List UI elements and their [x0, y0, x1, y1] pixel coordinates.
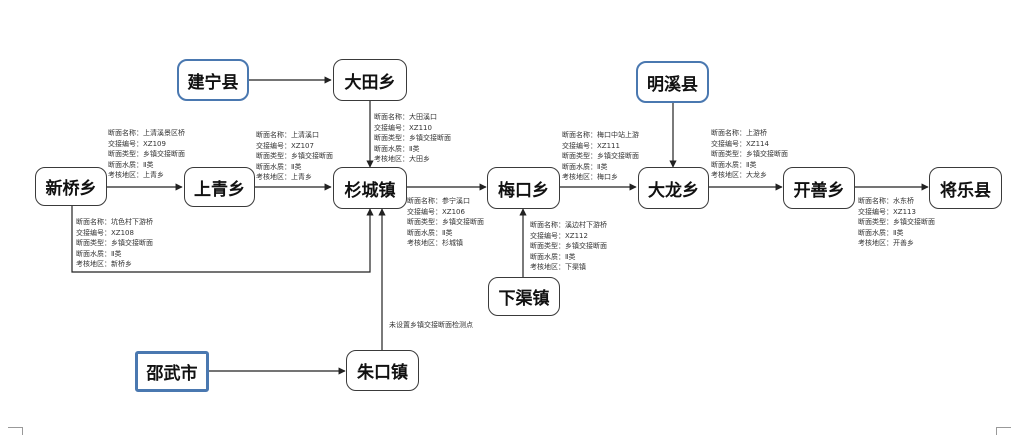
section-info-xz111: 断面名称：梅口中站上游 交接编号：XZ111 断面类型：乡镇交接断面 断面水质：… — [562, 130, 639, 183]
section-quality: 断面水质：Ⅱ类 — [108, 160, 154, 169]
section-code: 交接编号：XZ114 — [711, 139, 769, 148]
section-type: 断面类型：乡镇交接断面 — [256, 152, 333, 160]
section-type: 断面类型：乡镇交接断面 — [562, 152, 639, 160]
section-region: 考核地区：上青乡 — [256, 173, 312, 181]
section-name: 断面名称：上清溪口 — [256, 131, 319, 139]
node-xinqiao: 新桥乡 — [35, 167, 107, 206]
section-code: 交接编号：XZ113 — [858, 207, 916, 216]
section-name: 断面名称：梅口中站上游 — [562, 131, 639, 139]
node-kaishan: 开善乡 — [783, 167, 855, 209]
section-type: 断面类型：乡镇交接断面 — [530, 242, 607, 250]
node-dalong: 大龙乡 — [638, 167, 709, 209]
section-name: 断面名称：参宁溪口 — [407, 197, 470, 205]
node-xiaqu: 下渠镇 — [488, 277, 560, 316]
node-meikou: 梅口乡 — [487, 167, 560, 209]
section-region: 考核地区：杉城镇 — [407, 239, 463, 247]
section-quality: 断面水质：Ⅱ类 — [76, 249, 122, 258]
page-corner-mark-left — [8, 427, 23, 435]
edge-xinqiao-shancheng — [71, 206, 374, 273]
section-quality: 断面水质：Ⅱ类 — [562, 162, 608, 171]
node-datian: 大田乡 — [333, 59, 407, 101]
node-shangqing: 上青乡 — [184, 167, 255, 207]
section-name: 断面名称：水东桥 — [858, 197, 914, 205]
section-type: 断面类型：乡镇交接断面 — [108, 150, 185, 158]
section-region: 考核地区：新桥乡 — [76, 260, 132, 268]
section-info-xz109: 断面名称：上清溪景区桥 交接编号：XZ109 断面类型：乡镇交接断面 断面水质：… — [108, 128, 185, 181]
section-quality: 断面水质：Ⅱ类 — [858, 228, 904, 237]
section-code: 交接编号：XZ110 — [374, 123, 432, 132]
node-shaowu: 邵武市 — [135, 351, 209, 392]
section-type: 断面类型：乡镇交接断面 — [407, 218, 484, 226]
section-region: 考核地区：上青乡 — [108, 171, 164, 179]
node-jianning: 建宁县 — [177, 59, 249, 101]
section-type: 断面类型：乡镇交接断面 — [76, 239, 153, 247]
section-code: 交接编号：XZ111 — [562, 141, 620, 150]
section-name: 断面名称：上游桥 — [711, 129, 767, 137]
section-quality: 断面水质：Ⅱ类 — [407, 228, 453, 237]
node-zhukou: 朱口镇 — [346, 350, 419, 391]
section-quality: 断面水质：Ⅱ类 — [374, 144, 420, 153]
section-info-xz112: 断面名称：溪边村下游桥 交接编号：XZ112 断面类型：乡镇交接断面 断面水质：… — [530, 220, 607, 273]
section-name: 断面名称：坑色村下游桥 — [76, 218, 153, 226]
section-code: 交接编号：XZ109 — [108, 139, 166, 148]
section-code: 交接编号：XZ108 — [76, 228, 134, 237]
section-type: 断面类型：乡镇交接断面 — [711, 150, 788, 158]
no-monitoring-note: 未设置乡镇交接断面检测点 — [389, 321, 473, 329]
section-code: 交接编号：XZ112 — [530, 231, 588, 240]
section-info-xz114: 断面名称：上游桥 交接编号：XZ114 断面类型：乡镇交接断面 断面水质：Ⅱ类 … — [711, 128, 788, 181]
node-jiangle: 将乐县 — [929, 167, 1002, 209]
section-name: 断面名称：溪边村下游桥 — [530, 221, 607, 229]
section-region: 考核地区：梅口乡 — [562, 173, 618, 181]
section-region: 考核地区：开善乡 — [858, 239, 914, 247]
section-name: 断面名称：上清溪景区桥 — [108, 129, 185, 137]
section-info-xz107: 断面名称：上清溪口 交接编号：XZ107 断面类型：乡镇交接断面 断面水质：Ⅱ类… — [256, 130, 333, 183]
section-type: 断面类型：乡镇交接断面 — [858, 218, 935, 226]
section-quality: 断面水质：Ⅱ类 — [530, 252, 576, 261]
section-region: 考核地区：大田乡 — [374, 155, 430, 163]
section-info-xz113: 断面名称：水东桥 交接编号：XZ113 断面类型：乡镇交接断面 断面水质：Ⅱ类 … — [858, 196, 935, 249]
node-mingxi: 明溪县 — [636, 61, 709, 103]
section-quality: 断面水质：Ⅱ类 — [256, 162, 302, 171]
section-region: 考核地区：大龙乡 — [711, 171, 767, 179]
section-code: 交接编号：XZ107 — [256, 141, 314, 150]
section-region: 考核地区：下渠镇 — [530, 263, 586, 271]
page-corner-mark-right — [996, 427, 1011, 435]
section-type: 断面类型：乡镇交接断面 — [374, 134, 451, 142]
node-shancheng: 杉城镇 — [333, 167, 407, 209]
section-quality: 断面水质：Ⅱ类 — [711, 160, 757, 169]
section-code: 交接编号：XZ106 — [407, 207, 465, 216]
section-info-xz106: 断面名称：参宁溪口 交接编号：XZ106 断面类型：乡镇交接断面 断面水质：Ⅱ类… — [407, 196, 484, 249]
section-name: 断面名称：大田溪口 — [374, 113, 437, 121]
section-info-xz110: 断面名称：大田溪口 交接编号：XZ110 断面类型：乡镇交接断面 断面水质：Ⅱ类… — [374, 112, 451, 165]
section-info-xz108: 断面名称：坑色村下游桥 交接编号：XZ108 断面类型：乡镇交接断面 断面水质：… — [76, 217, 153, 270]
